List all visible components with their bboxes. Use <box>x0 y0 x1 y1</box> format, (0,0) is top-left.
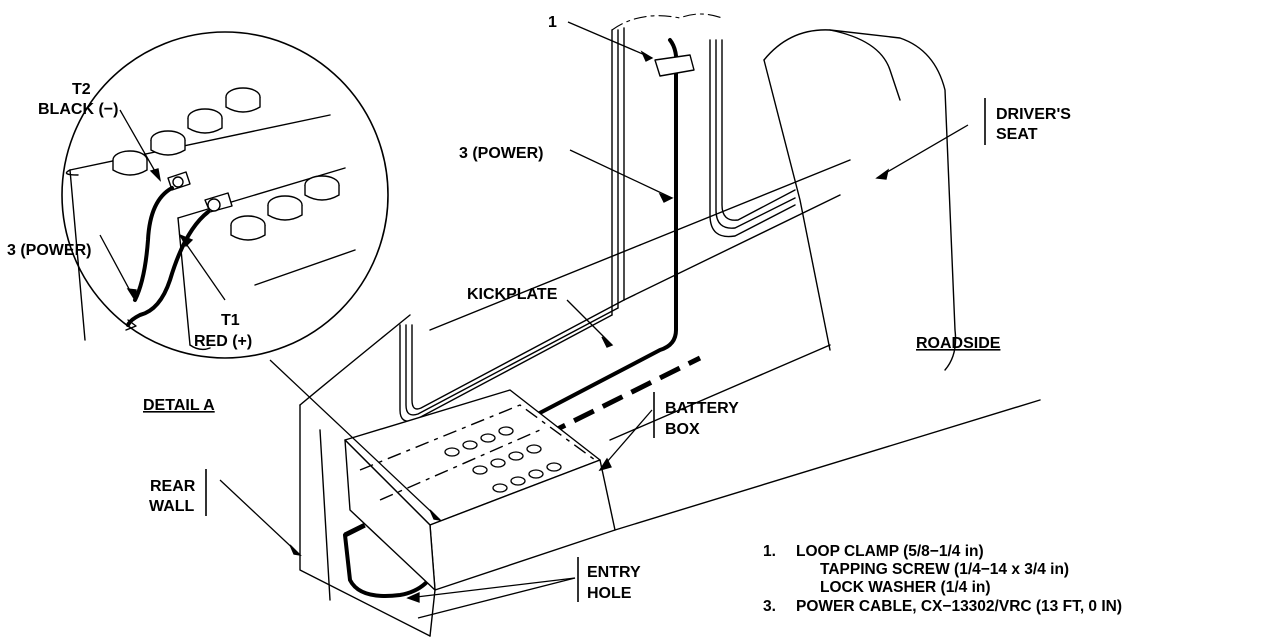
t1-label: T1 <box>221 312 240 329</box>
label-bars <box>205 98 986 602</box>
detail-battery-caps <box>112 87 340 241</box>
legend-1-line-3: LOCK WASHER (1/4 in) <box>820 579 991 596</box>
detail-a-title: DETAIL A <box>143 397 215 414</box>
loop-clamp-drawing <box>654 54 695 77</box>
item-1-callout: 1 <box>548 14 557 31</box>
t2-label: T2 <box>72 81 91 98</box>
battery-box-label-2: BOX <box>665 421 700 438</box>
rear-wall-label-2: WALL <box>149 498 195 515</box>
legend-1-number: 1. <box>763 543 776 560</box>
rear-wall-label: REAR <box>150 478 196 495</box>
entry-hole-label-2: HOLE <box>587 585 632 602</box>
legend-3-line-1: POWER CABLE, CX−13302/VRC (13 FT, 0 IN) <box>796 598 1122 615</box>
legend-1-line-1: LOOP CLAMP (5/8−1/4 in) <box>796 543 984 560</box>
battery-caps <box>444 426 562 493</box>
vertical-channel <box>611 13 796 316</box>
entry-hole-label: ENTRY <box>587 564 641 581</box>
drivers-seat-label-2: SEAT <box>996 126 1038 143</box>
t2-color-label: BLACK (−) <box>38 101 118 118</box>
detail-power-label: 3 (POWER) <box>7 242 91 259</box>
legend-3-number: 3. <box>763 598 776 615</box>
power-callout: 3 (POWER) <box>459 145 543 162</box>
legend-1-line-2: TAPPING SCREW (1/4−14 x 3/4 in) <box>820 561 1069 578</box>
drivers-seat-label: DRIVER'S <box>996 106 1071 123</box>
leader-lines <box>99 21 969 619</box>
roadside-label: ROADSIDE <box>916 335 1001 352</box>
parts-legend: 1. LOOP CLAMP (5/8−1/4 in) TAPPING SCREW… <box>763 543 1122 615</box>
t1-color-label: RED (+) <box>194 333 252 350</box>
battery-box-label: BATTERY <box>665 400 739 417</box>
kickplate-label: KICKPLATE <box>467 286 558 303</box>
drivers-seat-drawing <box>763 29 957 371</box>
detail-a-magnifier <box>61 31 389 359</box>
